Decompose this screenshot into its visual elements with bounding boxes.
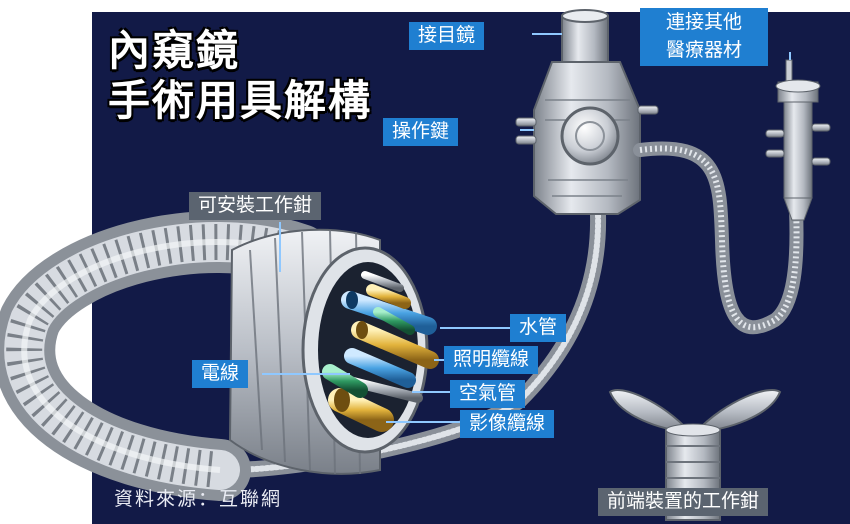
control-knob (560, 106, 620, 166)
light-guide-cable (633, 141, 804, 335)
title-line-2: 手術用具解構 (108, 76, 373, 125)
eyepiece (561, 15, 609, 65)
label-connector: 連接其他 醫療器材 (640, 8, 768, 66)
label-control-key: 操作鍵 (383, 118, 459, 146)
label-wire: 電線 (192, 360, 249, 388)
label-light-cable: 照明纜線 (444, 346, 539, 374)
connector-unit (765, 59, 831, 221)
title-line-1: 內窺鏡 (108, 26, 241, 75)
label-connector-line-2: 醫療器材 (665, 39, 742, 61)
label-water-tube: 水管 (510, 314, 567, 342)
label-air-tube: 空氣管 (450, 380, 526, 408)
leader-lines (262, 33, 791, 423)
label-tip-forceps: 前端裝置的工作鉗 (598, 488, 769, 516)
label-forceps-channel: 可安裝工作鉗 (189, 192, 322, 220)
source-credit: 資料來源：互聯網 (114, 488, 283, 510)
label-connector-line-1: 連接其他 (665, 11, 742, 33)
label-eyepiece: 接目鏡 (409, 22, 485, 50)
label-image-cable: 影像纜線 (460, 410, 555, 438)
